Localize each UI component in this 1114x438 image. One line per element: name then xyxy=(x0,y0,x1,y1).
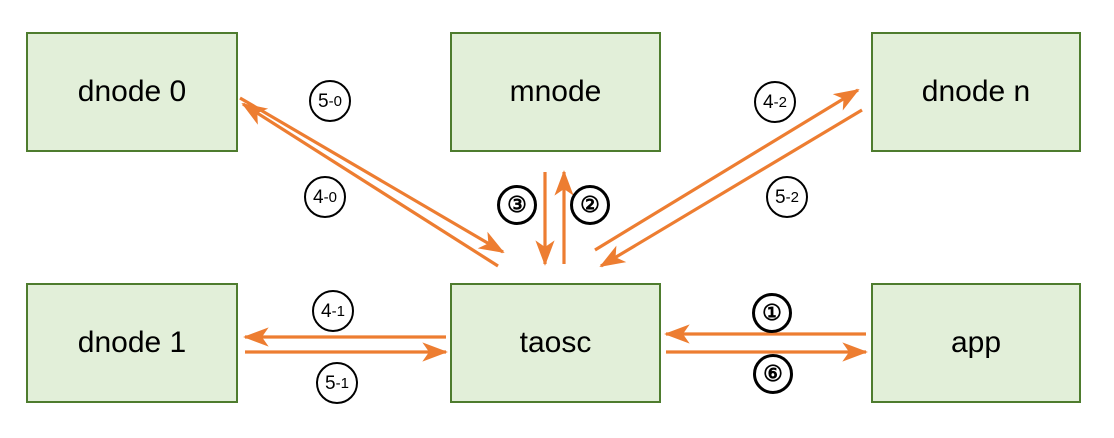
step-badge-main: 4 xyxy=(763,91,774,113)
step-badge-6: ⑥ xyxy=(753,354,793,394)
node-dnode-0[interactable]: dnode 0 xyxy=(26,32,238,152)
step-badge-4-1: 4-1 xyxy=(312,290,354,332)
step-badge-sub: -0 xyxy=(323,188,337,206)
step-badge-main: ⑥ xyxy=(763,361,783,386)
step-badge-3: ③ xyxy=(497,185,537,225)
node-label: mnode xyxy=(509,75,602,108)
node-app[interactable]: app xyxy=(871,283,1081,403)
node-dnode-n[interactable]: dnode n xyxy=(871,32,1081,152)
step-badge-4-2: 4-2 xyxy=(754,81,796,123)
step-badge-main: ③ xyxy=(507,192,527,217)
node-label: taosc xyxy=(519,326,592,359)
step-badge-main: 4 xyxy=(313,186,324,208)
step-badge-5-2: 5-2 xyxy=(766,176,808,218)
node-label: dnode 0 xyxy=(77,75,187,108)
step-badge-main: ① xyxy=(762,300,782,325)
step-badge-main: 5 xyxy=(325,372,336,394)
step-badge-main: 5 xyxy=(775,186,786,208)
step-badge-4-0: 4-0 xyxy=(304,176,346,218)
node-label: app xyxy=(950,326,1002,359)
node-dnode-1[interactable]: dnode 1 xyxy=(26,283,238,403)
step-badge-sub: -2 xyxy=(785,188,799,206)
step-badge-sub: -0 xyxy=(328,92,342,110)
step-badge-1: ① xyxy=(752,293,792,333)
step-badge-2: ② xyxy=(570,185,610,225)
step-badge-sub: -1 xyxy=(335,374,349,392)
node-taosc[interactable]: taosc xyxy=(450,283,661,403)
step-badge-main: ② xyxy=(580,192,600,217)
step-badge-5-0: 5-0 xyxy=(309,80,351,122)
step-badge-main: 4 xyxy=(321,300,332,322)
step-badge-sub: -2 xyxy=(773,93,787,111)
node-label: dnode 1 xyxy=(77,326,187,359)
step-badge-5-1: 5-1 xyxy=(316,362,358,404)
step-badge-sub: -1 xyxy=(331,302,345,320)
node-mnode[interactable]: mnode xyxy=(450,32,661,152)
step-badge-main: 5 xyxy=(318,90,329,112)
node-label: dnode n xyxy=(921,75,1031,108)
